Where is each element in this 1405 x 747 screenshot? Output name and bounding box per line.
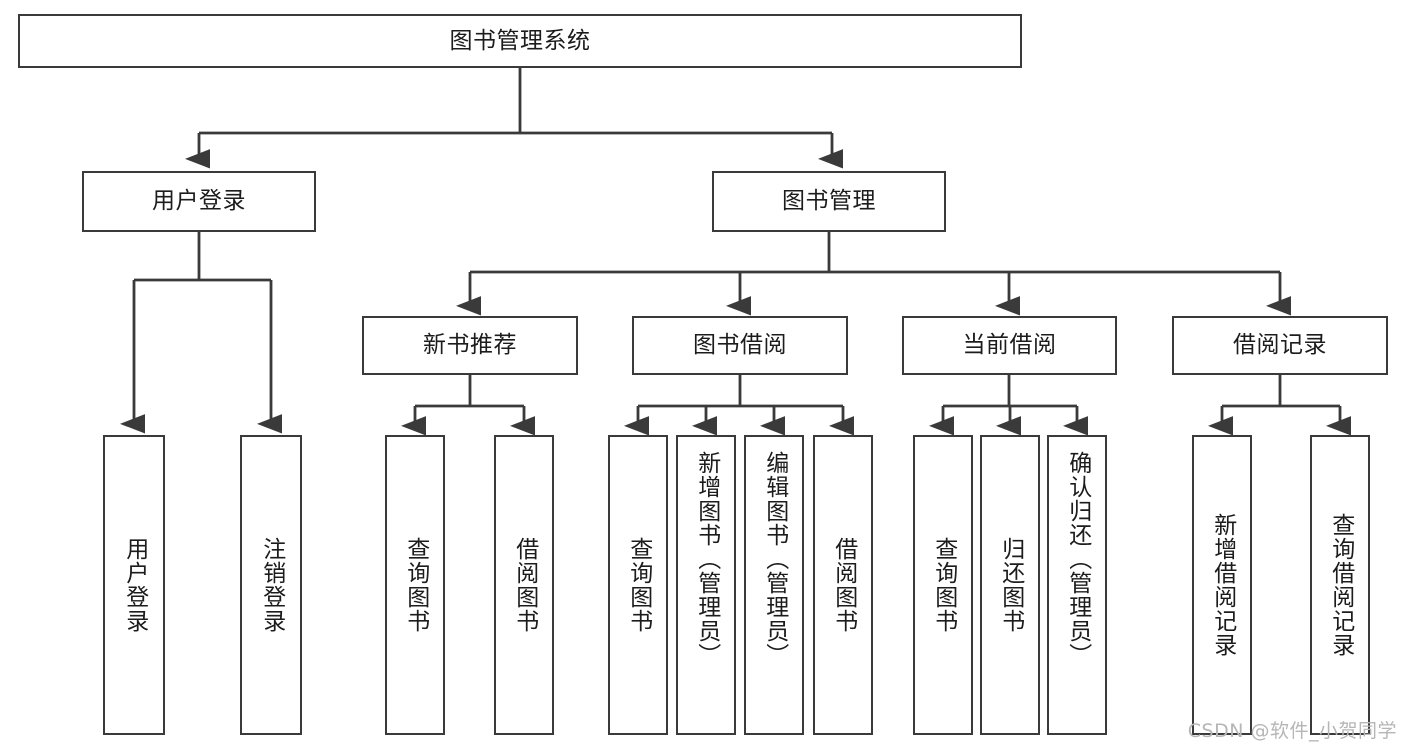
node-leaf-query-book-2-label: 查询图书 — [625, 537, 652, 633]
node-leaf-borrow-book-1[interactable]: 借阅图书 — [494, 435, 554, 735]
node-leaf-borrow-book-2[interactable]: 借阅图书 — [813, 435, 873, 735]
node-leaf-edit-book-label: 编辑图书（管理员） — [761, 451, 788, 667]
node-leaf-query-book-2[interactable]: 查询图书 — [608, 435, 668, 735]
node-user-login[interactable]: 用户登录 — [82, 171, 316, 232]
node-leaf-query-book-3[interactable]: 查询图书 — [913, 435, 973, 735]
node-leaf-return-book-label: 归还图书 — [997, 537, 1024, 633]
node-leaf-query-book-3-label: 查询图书 — [930, 537, 957, 633]
node-leaf-borrow-book-2-label: 借阅图书 — [830, 537, 857, 633]
node-borrow-record-label: 借阅记录 — [1233, 332, 1327, 358]
node-book-management[interactable]: 图书管理 — [712, 171, 946, 232]
node-leaf-query-book-1-label: 查询图书 — [402, 537, 429, 633]
node-leaf-borrow-book-1-label: 借阅图书 — [511, 537, 538, 633]
node-leaf-user-logout-label: 注销登录 — [258, 537, 285, 633]
node-leaf-edit-book[interactable]: 编辑图书（管理员） — [744, 435, 804, 735]
node-new-book-recommend[interactable]: 新书推荐 — [362, 316, 578, 375]
node-current-borrow-label: 当前借阅 — [962, 332, 1057, 358]
node-book-borrow-label: 图书借阅 — [693, 332, 787, 358]
node-leaf-confirm-return[interactable]: 确认归还（管理员） — [1047, 435, 1107, 735]
node-leaf-add-record[interactable]: 新增借阅记录 — [1192, 435, 1252, 735]
node-current-borrow[interactable]: 当前借阅 — [902, 316, 1117, 375]
node-root-label: 图书管理系统 — [449, 27, 591, 54]
node-new-book-recommend-label: 新书推荐 — [423, 332, 517, 358]
node-leaf-user-login-label: 用户登录 — [121, 537, 148, 633]
node-leaf-query-record-label: 查询借阅记录 — [1327, 513, 1354, 657]
node-leaf-user-logout[interactable]: 注销登录 — [240, 435, 302, 735]
node-book-borrow[interactable]: 图书借阅 — [632, 316, 848, 375]
node-root[interactable]: 图书管理系统 — [18, 14, 1022, 68]
node-leaf-add-book[interactable]: 新增图书（管理员） — [676, 435, 736, 735]
node-leaf-add-record-label: 新增借阅记录 — [1209, 513, 1236, 657]
node-book-management-label: 图书管理 — [782, 188, 876, 214]
node-leaf-query-book-1[interactable]: 查询图书 — [385, 435, 445, 735]
node-user-login-label: 用户登录 — [152, 188, 246, 214]
node-leaf-add-book-label: 新增图书（管理员） — [693, 451, 720, 667]
node-leaf-user-login[interactable]: 用户登录 — [103, 435, 165, 735]
node-leaf-query-record[interactable]: 查询借阅记录 — [1310, 435, 1370, 735]
node-leaf-return-book[interactable]: 归还图书 — [980, 435, 1040, 735]
node-leaf-confirm-return-label: 确认归还（管理员） — [1064, 451, 1091, 667]
node-borrow-record[interactable]: 借阅记录 — [1172, 316, 1388, 375]
